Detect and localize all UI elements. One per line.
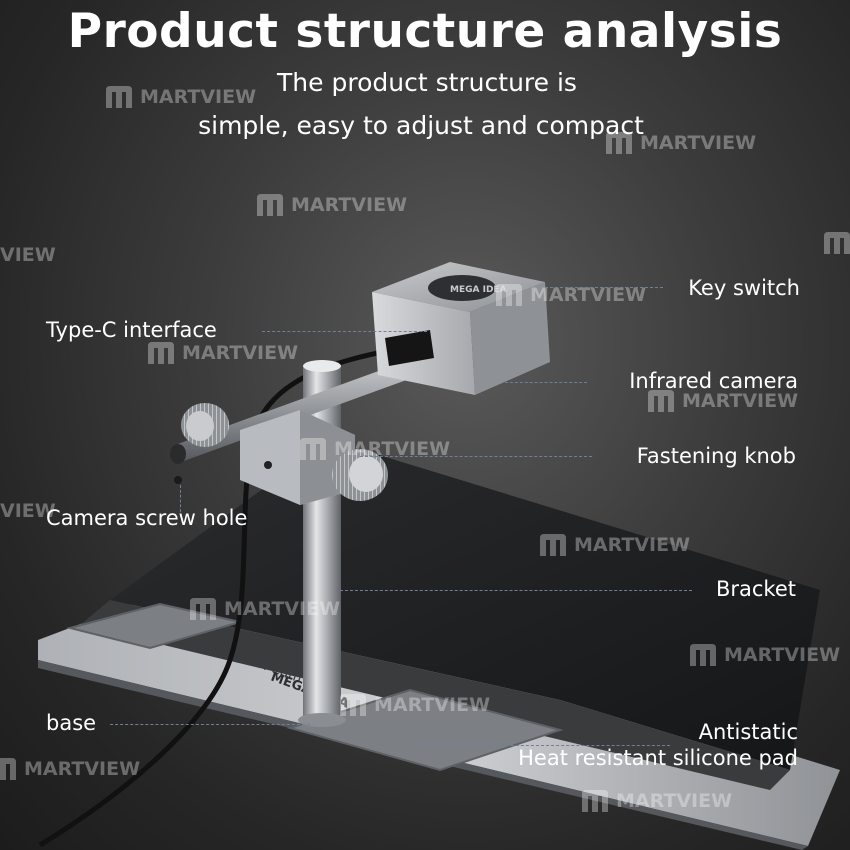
- camera-screw-hole: [174, 476, 182, 484]
- m-logo-icon: [340, 694, 366, 716]
- leader-antistatic: [420, 745, 670, 746]
- subtitle-line-2: simple, easy to adjust and compact: [198, 111, 644, 140]
- watermark: MARTVIEW: [298, 436, 450, 462]
- label-camera-screw-hole: Camera screw hole: [46, 506, 248, 530]
- fastening-knob-right: [332, 449, 388, 501]
- leader-key-switch: [545, 287, 663, 288]
- m-logo-icon: [190, 598, 216, 620]
- leader-base: [110, 724, 310, 725]
- leader-camera-screw-hole: [180, 485, 181, 517]
- label-base: base: [46, 711, 97, 735]
- watermark: MARTVIEW: [0, 756, 140, 782]
- watermark: MARTVIEW: [604, 130, 756, 156]
- leader-fastening-knob: [360, 456, 592, 457]
- watermark: MARTVIEW: [580, 788, 732, 814]
- label-heat-resistant-pad: Heat resistant silicone pad: [518, 746, 798, 770]
- leader-type-c: [262, 331, 427, 332]
- watermark: MARTVIEW: [146, 340, 298, 366]
- label-antistatic: Antistatic: [698, 720, 798, 744]
- subtitle-line-1: The product structure is: [277, 68, 577, 97]
- watermark: MARTVIEW: [255, 192, 407, 218]
- fastening-knob-left: [181, 403, 229, 447]
- watermark: MARTVIEW: [494, 282, 646, 308]
- label-bracket: Bracket: [715, 577, 796, 601]
- label-type-c-interface: Type-C interface: [46, 318, 217, 342]
- m-logo-icon: [824, 232, 850, 254]
- m-logo-icon: [540, 534, 566, 556]
- m-logo-icon: [582, 790, 608, 812]
- watermark: MARTVIEW: [338, 692, 490, 718]
- type-c-plug: [385, 330, 434, 366]
- watermark-partial: VIEW: [0, 500, 56, 522]
- watermark: MARTVIEW: [104, 84, 256, 110]
- label-infrared-camera: Infrared camera: [629, 369, 798, 393]
- label-key-switch: Key switch: [688, 276, 800, 300]
- key-switch-print: MEGA IDEA: [450, 285, 507, 295]
- leader-bracket: [340, 590, 692, 591]
- key-switch-button: [428, 275, 496, 301]
- m-logo-icon: [690, 644, 716, 666]
- m-logo-icon: [148, 342, 174, 364]
- m-logo-icon: [0, 758, 16, 780]
- leader-infrared-camera: [505, 382, 587, 383]
- m-logo-icon: [606, 132, 632, 154]
- watermark-edge: [822, 230, 850, 256]
- m-logo-icon: [648, 390, 674, 412]
- watermark: MARTVIEW: [188, 596, 340, 622]
- watermark: MARTVIEW: [538, 532, 690, 558]
- m-logo-icon: [106, 86, 132, 108]
- label-fastening-knob: Fastening knob: [636, 444, 796, 468]
- watermark-partial: VIEW: [0, 244, 56, 266]
- camera-head-side: [470, 282, 550, 395]
- m-logo-icon: [300, 438, 326, 460]
- m-logo-icon: [257, 194, 283, 216]
- silicone-pad: [110, 440, 820, 770]
- watermark: MARTVIEW: [646, 388, 798, 414]
- base-slot-right: [286, 688, 564, 772]
- watermark: MARTVIEW: [688, 642, 840, 668]
- page-title: Product structure analysis: [67, 4, 783, 59]
- m-logo-icon: [496, 284, 522, 306]
